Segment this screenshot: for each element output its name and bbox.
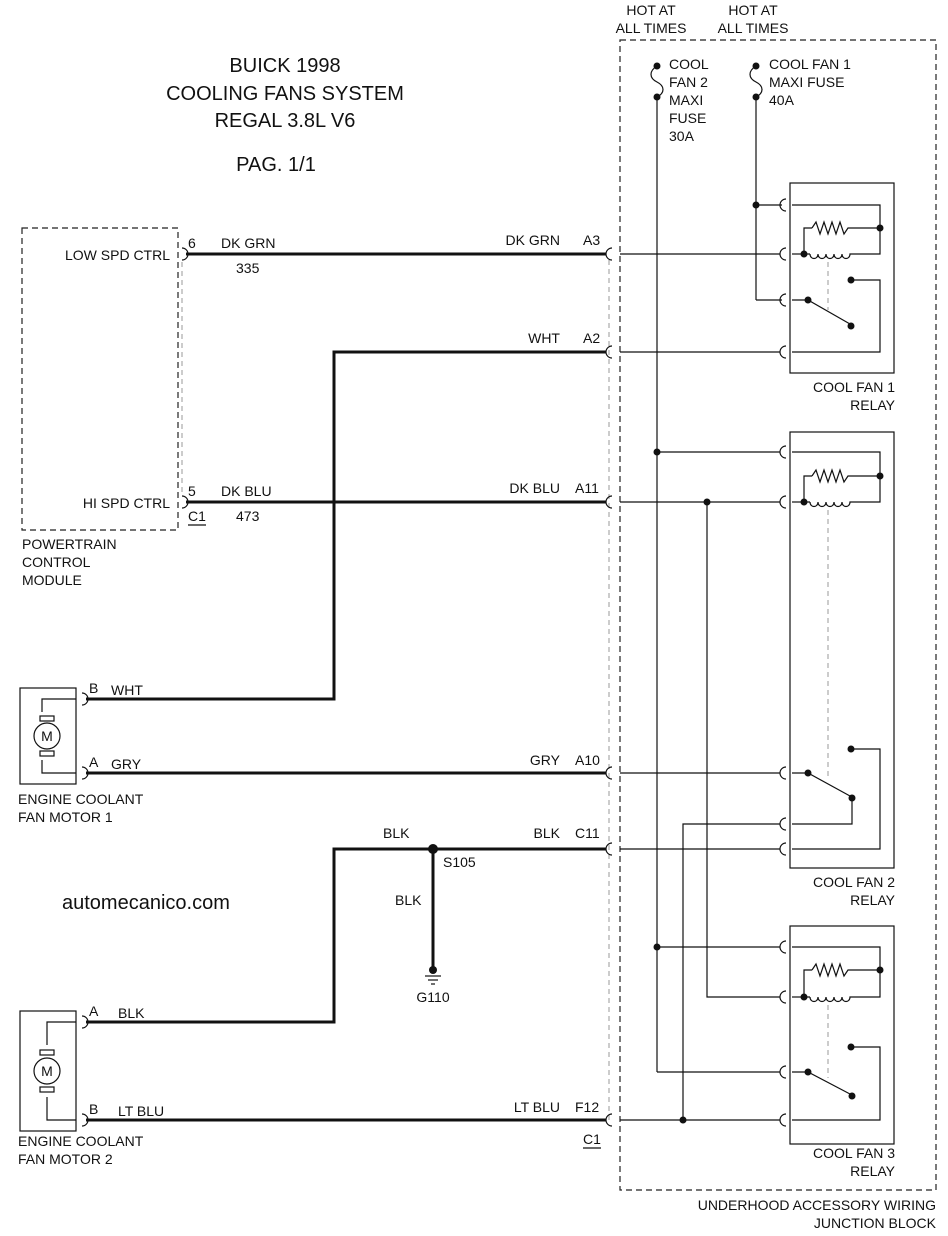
junction-block-outline [619,39,937,1191]
relay1-coil [809,228,881,260]
motor2-wire-a: BLK [118,1005,145,1021]
terminal-a3: A3 [583,232,600,248]
relay2-resistor [811,468,880,484]
supply-labels: HOT AT ALL TIMES HOT AT ALL TIMES COOL F… [616,2,852,144]
relay3-label-1: COOL FAN 3 [813,1145,895,1161]
wire-gry-right-label: GRY [530,752,561,768]
motor1-name-line-1: ENGINE COOLANT [18,791,144,807]
title-line-1: BUICK 1998 [229,55,340,77]
motor2-pin-b: B [89,1101,98,1117]
relay2-label-1: COOL FAN 2 [813,874,895,890]
motor1-outline [19,687,77,785]
pcm-hi-spd-ctrl-label: HI SPD CTRL [83,495,170,511]
wire-dk-blu-right-label: DK BLU [509,480,560,496]
wire-blk-down-label: BLK [395,892,422,908]
title-line-2: COOLING FANS SYSTEM [166,83,404,105]
wire-blk-left-label: BLK [383,825,410,841]
relay1-outline [789,182,895,374]
junction-block-label-2: JUNCTION BLOCK [814,1215,937,1231]
relay2-outline [789,431,895,869]
terminal-f12: F12 [575,1099,599,1115]
pcm-outline [21,227,179,531]
pcm-name-line-1: POWERTRAIN [22,536,117,552]
pcm-name-line-2: CONTROL [22,554,91,570]
title-block: BUICK 1998 COOLING FANS SYSTEM REGAL 3.8… [166,55,404,176]
motor1-pin-a: A [89,754,99,770]
jb-left-terminals [605,247,613,1127]
relay1-resistor [811,220,880,236]
wire-wht [86,350,606,701]
engine-coolant-fan-motor-2: M A BLK B LT BLU ENGINE COOLANT FAN MOTO… [18,1003,164,1167]
page-number: PAG. 1/1 [236,154,316,176]
pcm-pin-5: 5 [188,483,196,499]
relay3-resistor [811,962,880,978]
watermark-text: automecanico.com [62,892,230,914]
cool-fan-1-relay: COOL FAN 1 RELAY [779,182,896,413]
terminal-a2: A2 [583,330,600,346]
wire-dk-blu-color-label: DK BLU [221,483,272,499]
relay2-coil [809,476,881,508]
relay3-label-2: RELAY [850,1163,896,1179]
pcm-pin-6: 6 [188,235,196,251]
motor2-icon [33,1057,61,1085]
motor1-wire-b: WHT [111,682,143,698]
wire-dk-blu-circuit-label: 473 [236,508,260,524]
wire-lt-blu-right-label: LT BLU [514,1099,560,1115]
terminal-c11: C11 [575,825,600,841]
fuse-fan2-label-2: FAN 2 [669,74,708,90]
fuse-fan2-label-3: MAXI [669,92,703,108]
fuse-fan1-label-2: MAXI FUSE [769,74,844,90]
engine-coolant-fan-motor-1: M B WHT A GRY ENGINE COOLANT FAN MOTOR 1 [18,680,144,825]
motor1-wire-a: GRY [111,756,142,772]
relay3-outline [789,925,895,1145]
cool-fan-3-relay: COOL FAN 3 RELAY [779,925,896,1179]
wire-dk-grn-color-label: DK GRN [221,235,275,251]
pcm-name-line-3: MODULE [22,572,82,588]
terminal-a10: A10 [575,752,600,768]
splice-s105-label: S105 [443,854,476,870]
wire-blk [86,847,606,1024]
pcm-low-spd-ctrl-label: LOW SPD CTRL [65,247,170,263]
hot-at-all-times-fan1-line1: HOT AT [728,2,778,18]
fuse-fan2-label-4: FUSE [669,110,706,126]
wire-dk-grn-circuit-label: 335 [236,260,260,276]
wire-wht-right-label: WHT [528,330,560,346]
jb-connector-c1: C1 [583,1131,601,1147]
relay1-label-2: RELAY [850,397,896,413]
motor1-pin-b: B [89,680,98,696]
hot-at-all-times-fan2-line1: HOT AT [626,2,676,18]
relay1-label-1: COOL FAN 1 [813,379,895,395]
cool-fan-2-relay: COOL FAN 2 RELAY [779,431,896,908]
motor1-icon [33,722,61,750]
fuse-fan1-label-3: 40A [769,92,795,108]
motor2-pin-a: A [89,1003,99,1019]
ground-g110-label: G110 [416,989,449,1005]
fuse-fan2-label-1: COOL [669,56,709,72]
relay3-coil [809,970,881,1003]
fuse-fan1-label-1: COOL FAN 1 [769,56,851,72]
wire-dk-grn-right-label: DK GRN [506,232,560,248]
motor2-name-line-2: FAN MOTOR 2 [18,1151,113,1167]
relay2-label-2: RELAY [850,892,896,908]
motor2-symbol: M [41,1063,53,1079]
fuse-fan1 [749,62,763,101]
title-line-3: REGAL 3.8L V6 [215,110,356,132]
wire-blk-right-label: BLK [534,825,561,841]
ground-g110-icon [425,966,441,985]
junction-block-label-1: UNDERHOOD ACCESSORY WIRING [698,1197,936,1213]
motor2-outline [19,1010,77,1132]
fuse-fan2-label-5: 30A [669,128,695,144]
motor2-name-line-1: ENGINE COOLANT [18,1133,144,1149]
motor1-symbol: M [41,728,53,744]
fuse-fan2 [650,62,664,101]
motor1-name-line-2: FAN MOTOR 1 [18,809,113,825]
hot-at-all-times-fan2-line2: ALL TIMES [616,20,687,36]
terminal-a11: A11 [575,480,599,496]
powertrain-control-module: LOW SPD CTRL HI SPD CTRL POWERTRAIN CONT… [21,227,206,588]
pcm-connector-c1: C1 [188,508,206,524]
motor2-wire-b: LT BLU [118,1103,164,1119]
hot-at-all-times-fan1-line2: ALL TIMES [718,20,789,36]
jb-internal-wiring [620,253,780,1124]
